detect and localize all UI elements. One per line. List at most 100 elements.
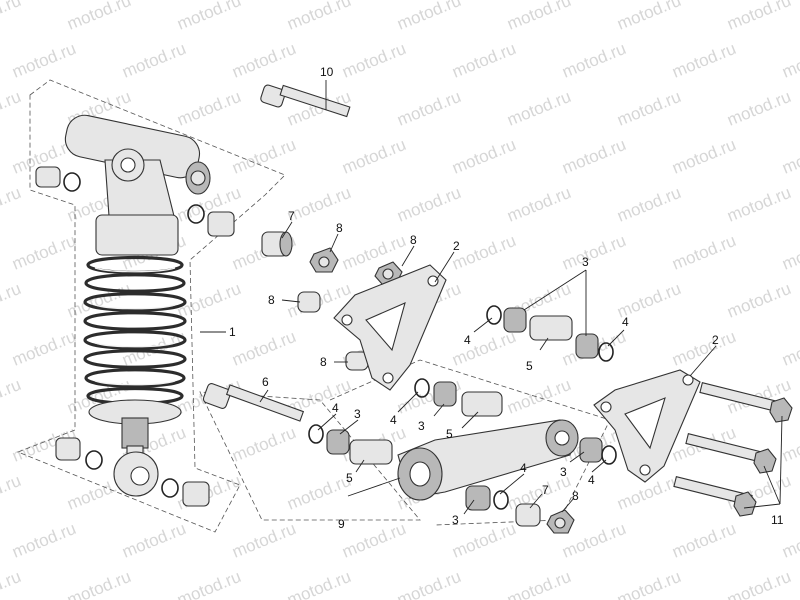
watermark-text: motod.ru (504, 567, 573, 600)
watermark-text: motod.ru (449, 39, 518, 82)
plate-2-left (333, 264, 447, 391)
watermark-text: motod.ru (174, 0, 243, 34)
watermark-text: motod.ru (229, 327, 298, 370)
watermark-text: motod.ru (64, 0, 133, 34)
watermark-text: motod.ru (724, 183, 793, 226)
callout-3-middle: 3 (418, 419, 425, 433)
rocker-link-9 (397, 419, 579, 501)
callout-4-upper-left: 4 (464, 333, 471, 347)
watermark-text: motod.ru (779, 231, 800, 274)
watermark-text: motod.ru (174, 87, 243, 130)
callout-7-lower: 7 (542, 483, 549, 497)
watermark-text: motod.ru (724, 0, 793, 34)
callout-8-left: 8 (268, 293, 275, 307)
upper-shock-bushings (35, 166, 235, 237)
watermark-text: motod.ru (119, 519, 188, 562)
callout-7-upper: 7 (288, 209, 295, 223)
plate-2-right (593, 369, 701, 483)
callout-5-middle: 5 (446, 427, 453, 441)
callout-11: 11 (771, 513, 784, 527)
lower-shock-bushings (55, 437, 210, 507)
nut-8-top (309, 247, 339, 273)
watermark-text: motod.ru (669, 327, 738, 370)
watermark-text: motod.ru (229, 39, 298, 82)
linkage-assembly-box (199, 391, 421, 521)
watermark-text: motod.ru (229, 423, 298, 466)
watermark-text: motod.ru (559, 135, 628, 178)
watermark-text: motod.ru (339, 135, 408, 178)
watermark-text: motod.ru (614, 567, 683, 600)
watermark-text: motod.ru (339, 519, 408, 562)
callout-6: 6 (262, 375, 269, 389)
watermark-text: motod.ru (0, 471, 24, 514)
callout-8-top: 8 (336, 221, 343, 235)
watermark-text: motod.ru (504, 183, 573, 226)
callout-3-left: 3 (354, 407, 361, 421)
callout-5-upper: 5 (526, 359, 533, 373)
callout-labels: 1 10 7 8 8 2 8 8 3 4 4 5 2 6 4 3 5 4 3 5… (229, 65, 784, 531)
bolt-6 (202, 383, 305, 422)
sleeve-7 (261, 231, 293, 257)
callout-8-plate: 8 (410, 233, 417, 247)
watermark-text: motod.ru (779, 135, 800, 178)
watermark-text: motod.ru (449, 327, 518, 370)
watermark-text: motod.ru (0, 567, 24, 600)
callout-4-left: 4 (332, 401, 339, 415)
bearing-set-left (308, 424, 393, 465)
watermark-text: motod.ru (449, 135, 518, 178)
watermark-text: motod.ru (779, 327, 800, 370)
watermark-text: motod.ru (614, 183, 683, 226)
watermark-text: motod.ru (779, 423, 800, 466)
watermark-text: motod.ru (559, 231, 628, 274)
watermark-text: motod.ru (9, 39, 78, 82)
watermark-text: motod.ru (449, 519, 518, 562)
callout-9: 9 (338, 517, 345, 531)
watermark-text: motod.ru (9, 231, 78, 274)
leader-lines (200, 80, 783, 515)
watermark-text: motod.ru (229, 519, 298, 562)
watermark-text: motod.ru (724, 87, 793, 130)
watermark-text: motod.ru (724, 279, 793, 322)
bearing-set-upper-right (486, 305, 614, 362)
watermark-text: motod.ru (9, 519, 78, 562)
watermark-text: motod.ru (394, 0, 463, 34)
bolts-11 (673, 382, 793, 517)
watermark-text: motod.ru (504, 0, 573, 34)
watermark-text: motod.ru (284, 0, 353, 34)
watermark-text: motod.ru (229, 135, 298, 178)
callout-4-upper-right: 4 (622, 315, 629, 329)
rear-shock-absorber (64, 114, 211, 497)
watermark-text: motod.ru (394, 567, 463, 600)
callout-4-right: 4 (588, 473, 595, 487)
watermark-text: motod.ru (504, 87, 573, 130)
callout-3-right: 3 (560, 465, 567, 479)
watermark-text: motod.ru (119, 39, 188, 82)
watermark-text: motod.ru (779, 39, 800, 82)
callout-1: 1 (229, 325, 236, 339)
watermark-text: motod.ru (284, 471, 353, 514)
watermark-text: motod.ru (614, 0, 683, 34)
watermark-text: motod.ru (669, 231, 738, 274)
watermark-text: motod.ru (669, 135, 738, 178)
watermark-text: motod.ru (449, 231, 518, 274)
nut-8-right (546, 509, 575, 534)
watermark-text: motod.ru (174, 567, 243, 600)
bearing-set-right (579, 437, 617, 465)
watermark-text: motod.ru (0, 375, 24, 418)
bearing-set-middle (414, 378, 503, 417)
watermark-text: motod.ru (394, 87, 463, 130)
watermark-text: motod.ru (284, 567, 353, 600)
watermark-text: motod.ru (284, 183, 353, 226)
watermark-text: motod.ru (339, 39, 408, 82)
watermark-text: motod.ru (504, 375, 573, 418)
bolt-10 (260, 84, 351, 118)
watermark-text: motod.ru (9, 327, 78, 370)
callout-2-left: 2 (453, 239, 460, 253)
watermark-text: motod.ru (394, 183, 463, 226)
callout-5-lower: 5 (346, 471, 353, 485)
sleeve-7-lower (515, 503, 541, 527)
watermark-text: motod.ru (0, 87, 24, 130)
bearing-set-lower (465, 485, 509, 511)
watermark-text: motod.ru (669, 519, 738, 562)
